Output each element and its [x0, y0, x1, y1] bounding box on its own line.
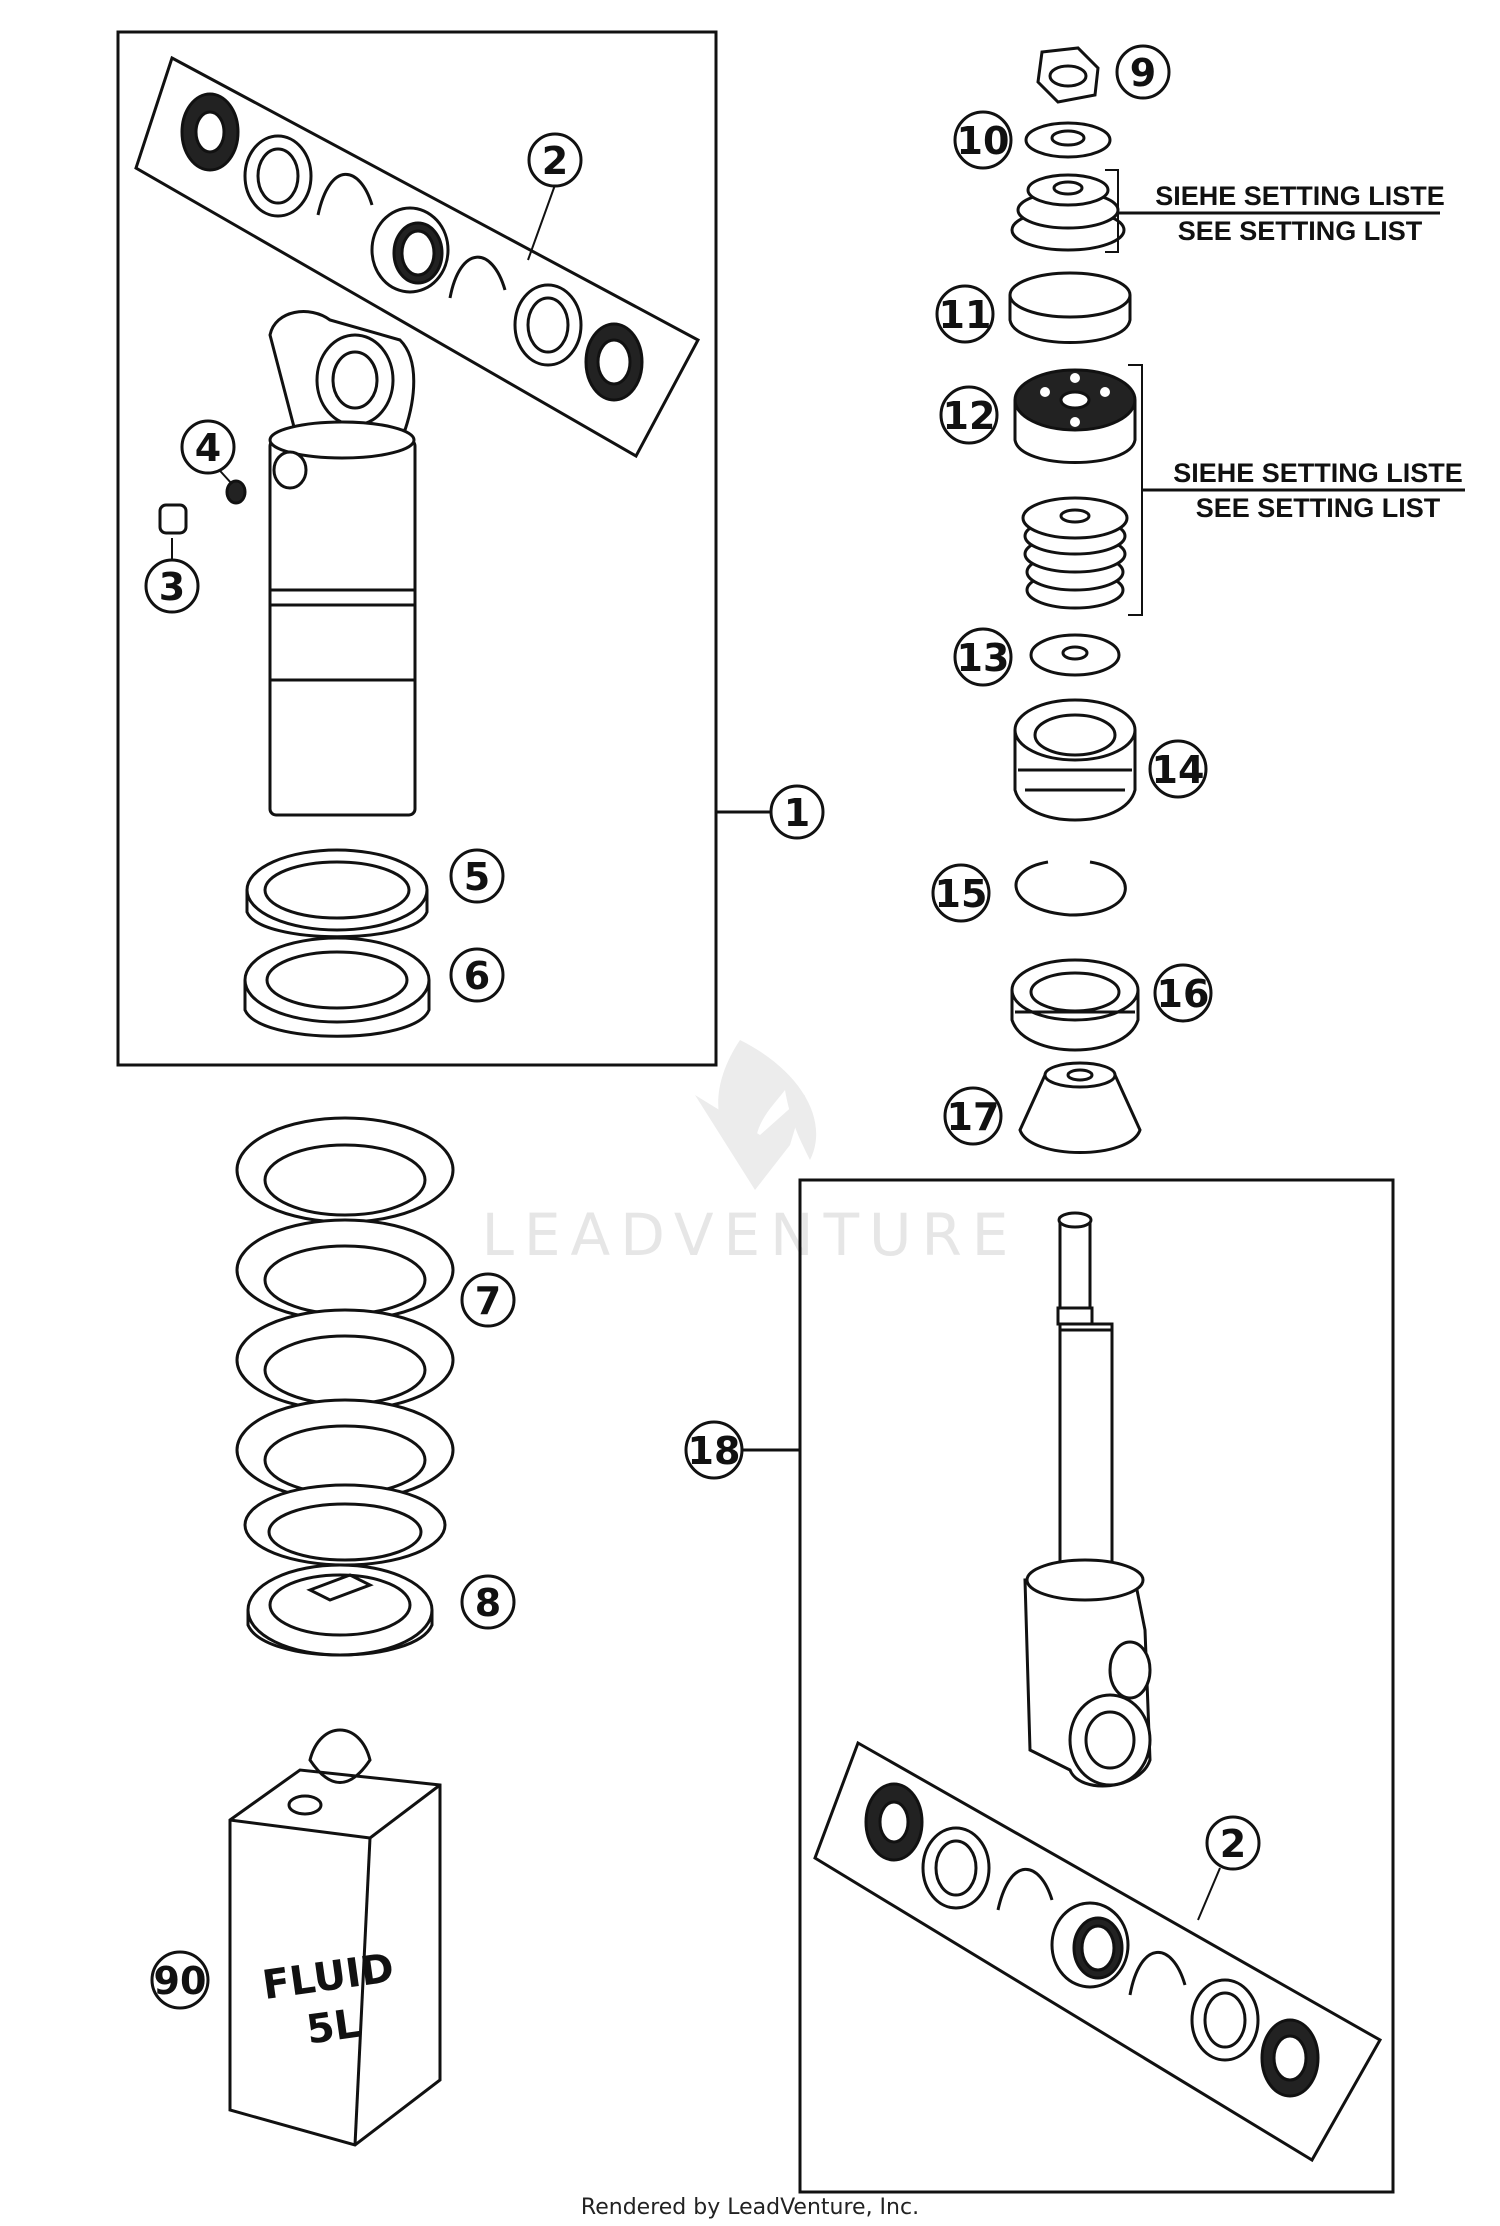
assembly-box-18 — [798, 1178, 1395, 2194]
svg-text:6: 6 — [464, 954, 490, 998]
callout-11: 11 — [935, 284, 995, 344]
shim-stack-lower — [1021, 496, 1129, 610]
svg-text:17: 17 — [947, 1095, 1000, 1139]
callout-16: 16 — [1153, 963, 1213, 1023]
spring-7 — [235, 1116, 455, 1567]
svg-text:15: 15 — [935, 872, 988, 916]
callout-1: 1 — [769, 784, 825, 840]
callout-17: 17 — [943, 1086, 1003, 1146]
svg-text:90: 90 — [154, 1959, 207, 2003]
shim-stack-upper — [1010, 173, 1126, 252]
callout-5: 5 — [449, 848, 505, 904]
callout-12: 12 — [939, 385, 999, 445]
svg-text:11: 11 — [939, 293, 992, 337]
setting-note-upper-line2: SEE SETTING LIST — [1178, 216, 1423, 246]
fluid-label-line2: 5L — [304, 2001, 363, 2054]
svg-text:4: 4 — [195, 426, 221, 470]
svg-text:12: 12 — [943, 394, 996, 438]
watermark-text: LEADVENTURE — [482, 1201, 1019, 1269]
svg-text:2: 2 — [542, 139, 568, 183]
callout-8: 8 — [460, 1574, 516, 1630]
callout-3: 3 — [144, 558, 200, 614]
callout-2-upper: 2 — [527, 132, 583, 188]
callout-15: 15 — [931, 863, 991, 923]
setting-note-lower-line2: SEE SETTING LIST — [1196, 493, 1441, 523]
callout-18: 18 — [684, 1420, 744, 1480]
callout-14: 14 — [1148, 739, 1208, 799]
svg-text:8: 8 — [475, 1581, 501, 1625]
svg-text:13: 13 — [957, 636, 1010, 680]
setting-note-lower-line1: SIEHE SETTING LISTE — [1173, 458, 1463, 488]
footer-credit: Rendered by LeadVenture, Inc. — [581, 2195, 919, 2220]
leadventure-watermark: LEADVENTURE — [482, 1040, 1019, 1269]
preload-ring-5 — [245, 848, 429, 939]
bump-stop-17 — [1018, 1061, 1142, 1154]
fluid-can-90: FLUID 5L — [228, 1728, 442, 2147]
svg-text:5: 5 — [464, 855, 490, 899]
valve-body-14 — [1013, 698, 1137, 822]
callout-90: 90 — [150, 1950, 210, 2010]
callout-13: 13 — [953, 627, 1013, 687]
assembly-box-1 — [116, 30, 718, 1067]
preload-ring-6 — [243, 936, 431, 1038]
callout-7: 7 — [460, 1272, 516, 1328]
callout-9: 9 — [1115, 44, 1171, 100]
svg-text:1: 1 — [784, 791, 810, 835]
callout-2-lower: 2 — [1205, 1815, 1261, 1871]
setting-note-upper-line1: SIEHE SETTING LISTE — [1155, 181, 1445, 211]
bushing-16 — [1010, 958, 1140, 1052]
svg-text:7: 7 — [475, 1279, 501, 1323]
seal-kit-panel-upper — [134, 55, 701, 459]
ring-11 — [1008, 271, 1132, 344]
rod-eye — [1023, 1558, 1152, 1788]
shock-body — [268, 310, 417, 817]
callout-6: 6 — [449, 947, 505, 1003]
part-3-screw — [158, 503, 188, 535]
washer-10 — [1024, 121, 1112, 159]
piston-rod — [1056, 1211, 1114, 1596]
svg-text:10: 10 — [957, 119, 1010, 163]
svg-text:18: 18 — [688, 1429, 741, 1473]
circlip-15 — [1014, 860, 1127, 917]
callout-4: 4 — [180, 419, 236, 475]
nut-9 — [1036, 46, 1100, 104]
piston-12 — [1013, 368, 1137, 464]
spring-retainer-8 — [246, 1563, 434, 1657]
washer-13 — [1029, 633, 1121, 677]
seal-kit-panel-lower — [813, 1740, 1383, 2163]
part-4-ball — [225, 479, 247, 505]
callout-10: 10 — [953, 110, 1013, 170]
svg-text:16: 16 — [1157, 972, 1210, 1016]
svg-text:9: 9 — [1130, 51, 1156, 95]
svg-text:2: 2 — [1220, 1822, 1246, 1866]
svg-text:3: 3 — [159, 565, 185, 609]
svg-text:14: 14 — [1152, 748, 1205, 792]
